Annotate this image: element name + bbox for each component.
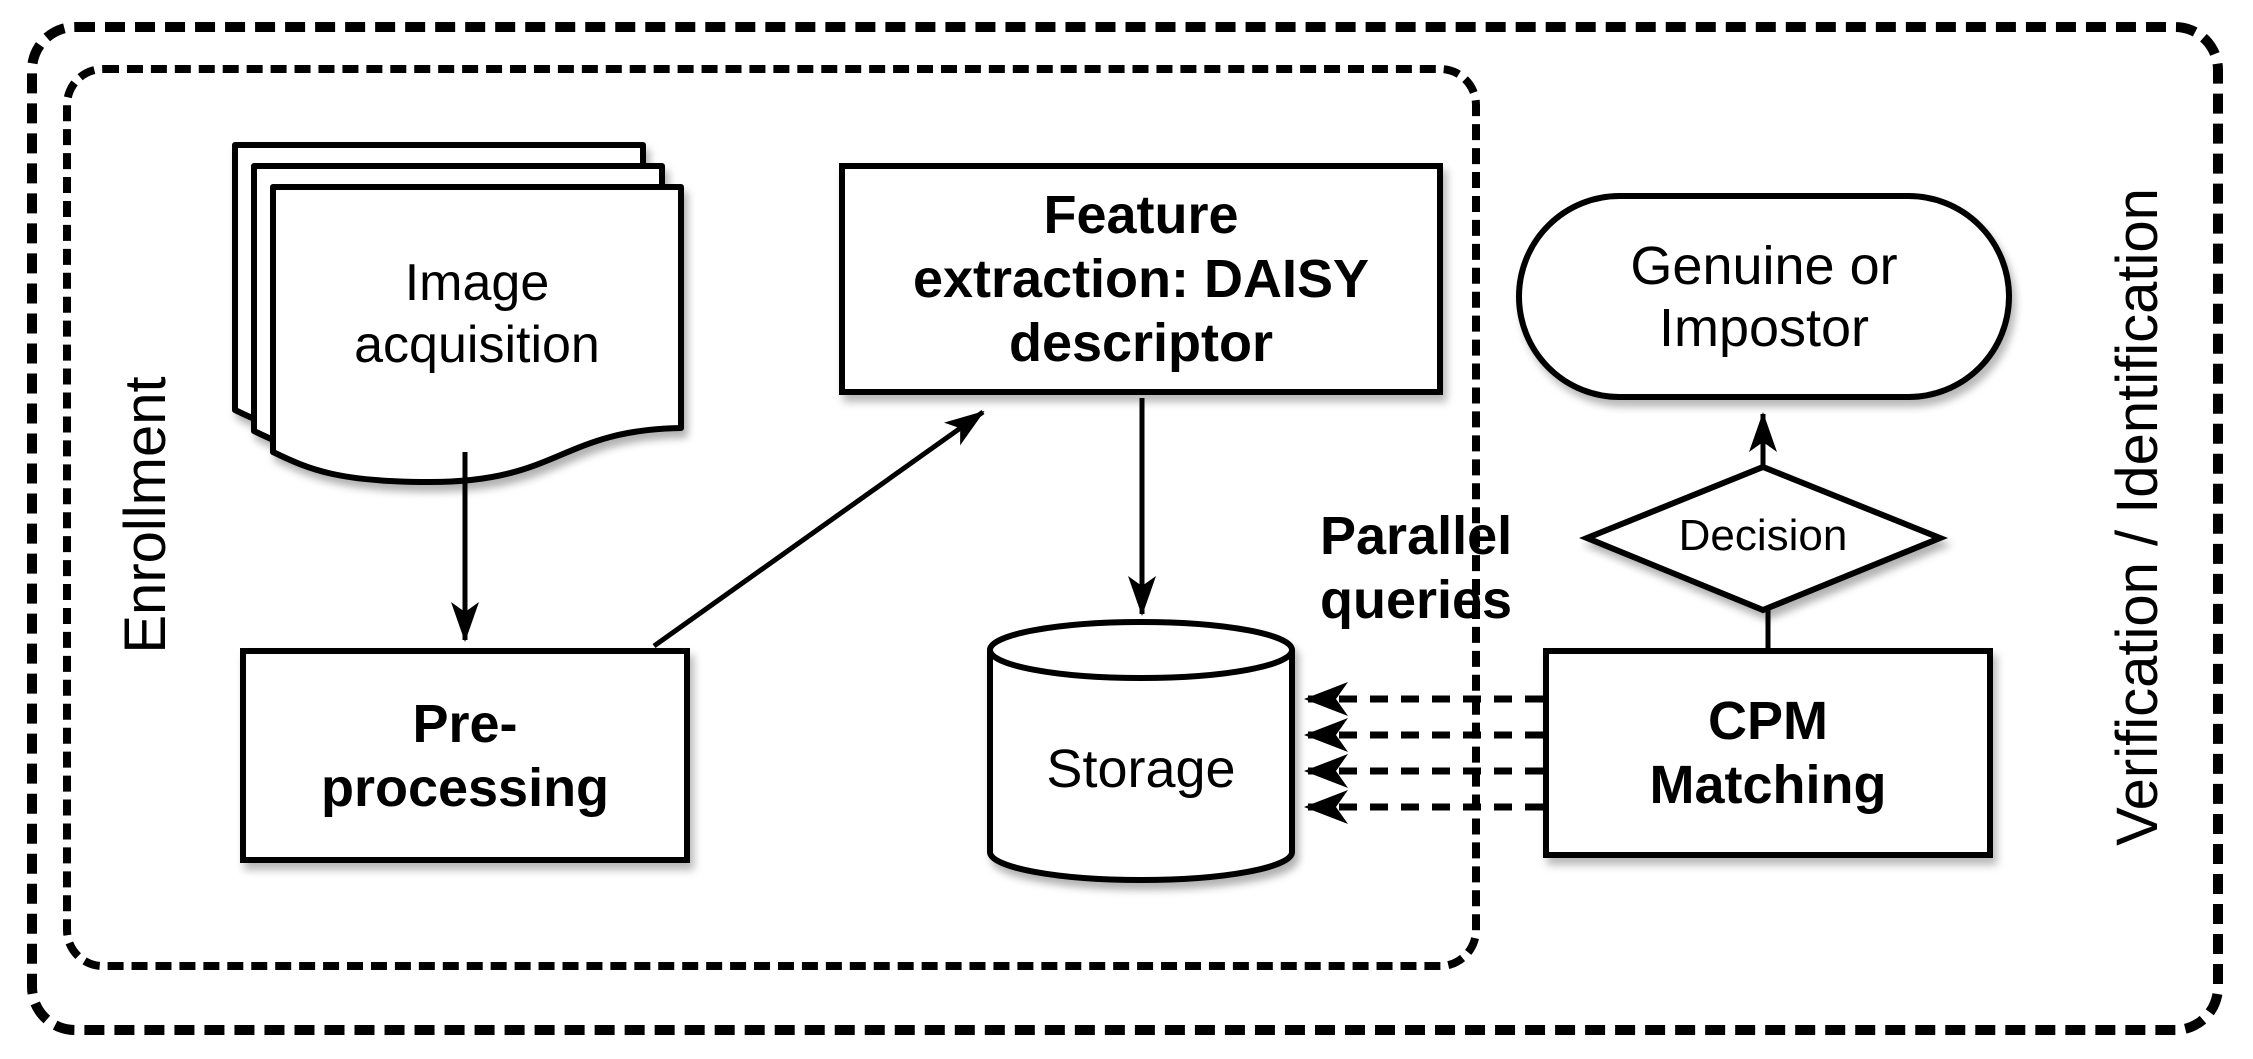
- cpm-matching-label-line2: Matching: [1649, 755, 1887, 815]
- image-acquisition-label-line1: Image: [404, 254, 550, 312]
- result-label-line2: Impostor: [1658, 297, 1870, 358]
- pre-processing-label-line1: Pre-: [412, 693, 518, 754]
- verification-region-frame: [27, 22, 2223, 1035]
- parallel-queries-line2: queries: [1320, 570, 1513, 630]
- feature-extraction-label-line1: Feature: [1043, 185, 1239, 245]
- pre-processing-node: Pre- processing: [240, 648, 690, 863]
- result-node: Genuine or Impostor: [1516, 193, 2012, 400]
- verification-region-label: Verification / Identification: [2105, 188, 2170, 846]
- enrollment-region-frame: [63, 65, 1480, 970]
- image-acquisition-node: Image acquisition: [277, 252, 677, 376]
- feature-extraction-label-line3: descriptor: [1008, 313, 1274, 373]
- cpm-matching-node: CPM Matching: [1543, 648, 1993, 858]
- pre-processing-label-line2: processing: [320, 757, 610, 818]
- decision-label: Decision: [1678, 511, 1848, 560]
- feature-extraction-label-line2: extraction: DAISY: [912, 249, 1370, 309]
- feature-extraction-node: Feature extraction: DAISY descriptor: [839, 163, 1443, 395]
- storage-label: Storage: [1046, 739, 1236, 799]
- parallel-queries-line1: Parallel: [1320, 506, 1513, 566]
- parallel-queries-annotation: Parallel queries: [1320, 504, 1640, 632]
- cpm-matching-label-line1: CPM: [1708, 691, 1828, 751]
- image-acquisition-label-line2: acquisition: [354, 316, 600, 374]
- enrollment-region-label: Enrollment: [113, 376, 178, 654]
- result-label-line1: Genuine or: [1630, 235, 1898, 296]
